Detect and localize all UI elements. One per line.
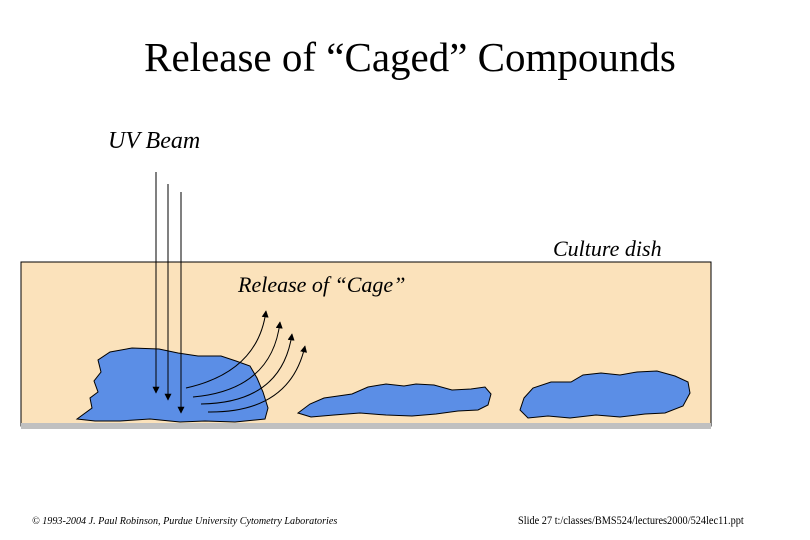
uv-beam-arrows bbox=[152, 172, 185, 414]
cell-right bbox=[519, 370, 691, 419]
dish-bottom bbox=[21, 423, 711, 429]
release-of-cage-label: Release of “Cage” bbox=[238, 272, 406, 297]
slide-title: Release of “Caged” Compounds bbox=[144, 34, 676, 80]
release-arrow-1 bbox=[185, 310, 269, 389]
copyright-footer: © 1993-2004 J. Paul Robinson, Purdue Uni… bbox=[32, 515, 338, 527]
cell-left bbox=[75, 347, 269, 423]
release-arrow-4 bbox=[207, 345, 308, 413]
release-arrow-2 bbox=[192, 321, 283, 398]
slide-info-footer: Slide 27 t:/classes/BMS524/lectures2000/… bbox=[518, 513, 744, 527]
culture-dish-label: Culture dish bbox=[553, 236, 662, 261]
cage-release-arrows bbox=[185, 310, 308, 413]
uv-beam-label: UV Beam bbox=[108, 128, 201, 154]
release-arrow-3 bbox=[200, 333, 295, 405]
cell-middle bbox=[296, 383, 492, 418]
